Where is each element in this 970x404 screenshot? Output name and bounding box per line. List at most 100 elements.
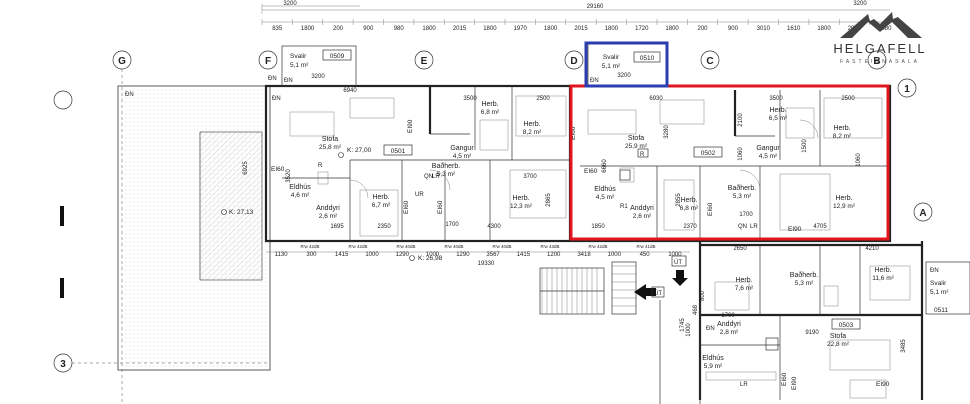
- svg-text:Svalir: Svalir: [603, 54, 620, 61]
- dim-3200-left: 3200: [283, 1, 297, 7]
- top-dim-value: 900: [363, 26, 374, 32]
- svg-text:EI60: EI60: [707, 202, 714, 216]
- svg-text:2350: 2350: [377, 224, 391, 230]
- svg-text:12,9 m²: 12,9 m²: [833, 203, 856, 210]
- svg-text:4,5 m²: 4,5 m²: [596, 194, 615, 201]
- svg-text:0509: 0509: [330, 53, 345, 60]
- room-stofa-0502: Stofa: [628, 135, 644, 142]
- svg-text:0510: 0510: [640, 55, 655, 62]
- grid-axis-E: E: [414, 50, 434, 70]
- svg-text:4300: 4300: [487, 224, 501, 230]
- top-dim-value: 1800: [665, 26, 679, 32]
- svg-text:2865: 2865: [546, 193, 552, 207]
- sound-rating: R'w 42dB: [300, 244, 319, 249]
- svg-text:6940: 6940: [343, 88, 357, 94]
- svg-text:Anddyri: Anddyri: [717, 321, 741, 328]
- svg-text:25,9 m²: 25,9 m²: [625, 143, 648, 150]
- svg-text:Herb.: Herb.: [680, 197, 697, 204]
- sound-rating: R'w 40dB: [492, 244, 511, 249]
- terrace-dim: 6925: [243, 161, 249, 175]
- svg-text:Anddyri: Anddyri: [630, 205, 654, 212]
- svg-text:B: B: [873, 56, 880, 67]
- svg-text:1000: 1000: [686, 323, 692, 337]
- svg-text:3280: 3280: [664, 125, 670, 139]
- svg-text:ÐN: ÐN: [590, 78, 599, 84]
- level-marker-icon: [221, 209, 227, 215]
- logo-title: HELGAFELL: [833, 41, 926, 56]
- svg-text:6,5 m²: 6,5 m²: [769, 115, 788, 122]
- top-dim-value: 200: [697, 26, 708, 32]
- svg-text:1695: 1695: [330, 224, 344, 230]
- top-dim-value: 1610: [787, 26, 801, 32]
- svg-text:Eldhús: Eldhús: [289, 184, 311, 191]
- svg-text:ÐN: ÐN: [706, 326, 715, 332]
- svg-text:2,6 m²: 2,6 m²: [633, 213, 652, 220]
- top-dim-value: 2015: [453, 26, 467, 32]
- svg-text:9190: 9190: [805, 330, 819, 336]
- svg-text:6,8 m²: 6,8 m²: [481, 109, 500, 116]
- svg-text:468: 468: [693, 304, 699, 315]
- svg-text:22,8 m²: 22,8 m²: [827, 341, 850, 348]
- svg-text:6,7 m²: 6,7 m²: [372, 202, 391, 209]
- svg-text:3500: 3500: [769, 96, 783, 102]
- sound-rating: R'w 43dB: [540, 244, 559, 249]
- svg-text:EI60: EI60: [437, 200, 444, 214]
- svg-text:Herb.: Herb.: [769, 107, 786, 114]
- svg-text:Herb.: Herb.: [874, 267, 891, 274]
- svg-text:Herb.: Herb.: [512, 195, 529, 202]
- level-marker-icon: [338, 152, 344, 158]
- svg-text:5,1 m²: 5,1 m²: [602, 63, 621, 70]
- svg-text:ÐN: ÐN: [272, 96, 281, 102]
- exit-arrow-icon: [672, 270, 688, 286]
- corridor-dim-value: 1200: [547, 252, 561, 258]
- sound-rating: R'w 40dB: [396, 244, 415, 249]
- corridor-dim-value: 1415: [335, 252, 349, 258]
- svg-text:2,8 m²: 2,8 m²: [720, 329, 739, 336]
- svg-text:Herb.: Herb.: [735, 277, 752, 284]
- unit-0503: 2650 4210 Herb. 7,6 m² Baðherb. 5,3 m² H…: [680, 245, 911, 400]
- svg-text:4,5 m²: 4,5 m²: [453, 153, 472, 160]
- top-dim-value: 1800: [544, 26, 558, 32]
- top-dim-value: 1800: [817, 26, 831, 32]
- svg-text:Gangur: Gangur: [450, 145, 474, 152]
- unit-code-0503: 0503: [839, 322, 854, 329]
- level-marker-icon: [409, 255, 415, 261]
- corridor-dim-value: 1000: [608, 252, 622, 258]
- sound-rating: R'w 42dB: [588, 244, 607, 249]
- grid-axis-1: 1: [897, 78, 917, 98]
- svg-text:1745: 1745: [680, 318, 686, 332]
- svg-text:Herb.: Herb.: [481, 101, 498, 108]
- unit-0502: 6930 3500 2500 3280 Stofa 25,9 m² R 0502…: [570, 90, 888, 238]
- top-dim-value: 1080: [878, 26, 892, 32]
- svg-text:Stofa: Stofa: [830, 333, 846, 340]
- grid-axis-C: C: [700, 50, 720, 70]
- top-dim-value: 1800: [605, 26, 619, 32]
- corridor-dim-value: 3567: [486, 252, 500, 258]
- exit-arrow-icon: [634, 284, 656, 300]
- svg-text:1: 1: [904, 84, 910, 95]
- unit-level: K: 27,00: [347, 147, 372, 154]
- grid-axis-circle-left: [53, 90, 73, 110]
- balcony-0511: ÐN Svalir 5,1 m² 0511: [925, 261, 970, 315]
- svg-text:12,3 m²: 12,3 m²: [510, 203, 533, 210]
- sound-rating: R'w 42dB: [348, 244, 367, 249]
- top-dim-value: 2015: [574, 26, 588, 32]
- svg-text:Gangur: Gangur: [756, 145, 780, 152]
- svg-text:1850: 1850: [591, 224, 605, 230]
- room-stofa-0501: Stofa: [322, 136, 338, 143]
- corridor-dim-value: 1130: [275, 252, 289, 258]
- grid-axis-A: A: [913, 202, 933, 222]
- svg-text:Eldhús: Eldhús: [594, 186, 616, 193]
- svg-text:7,6 m²: 7,6 m²: [735, 285, 754, 292]
- svg-text:Svalir: Svalir: [930, 280, 947, 287]
- svg-text:2,6 m²: 2,6 m²: [319, 213, 338, 220]
- svg-text:Baðherb.: Baðherb.: [728, 184, 756, 192]
- top-dim-value: 1800: [483, 26, 497, 32]
- svg-text:5,1 m²: 5,1 m²: [290, 62, 309, 69]
- svg-text:4210: 4210: [865, 246, 879, 252]
- svg-text:Baðherb.: Baðherb.: [432, 162, 460, 170]
- corridor-dim-value: 300: [306, 252, 317, 258]
- svg-text:EI90: EI90: [876, 381, 890, 388]
- svg-text:5,1 m²: 5,1 m²: [930, 289, 949, 296]
